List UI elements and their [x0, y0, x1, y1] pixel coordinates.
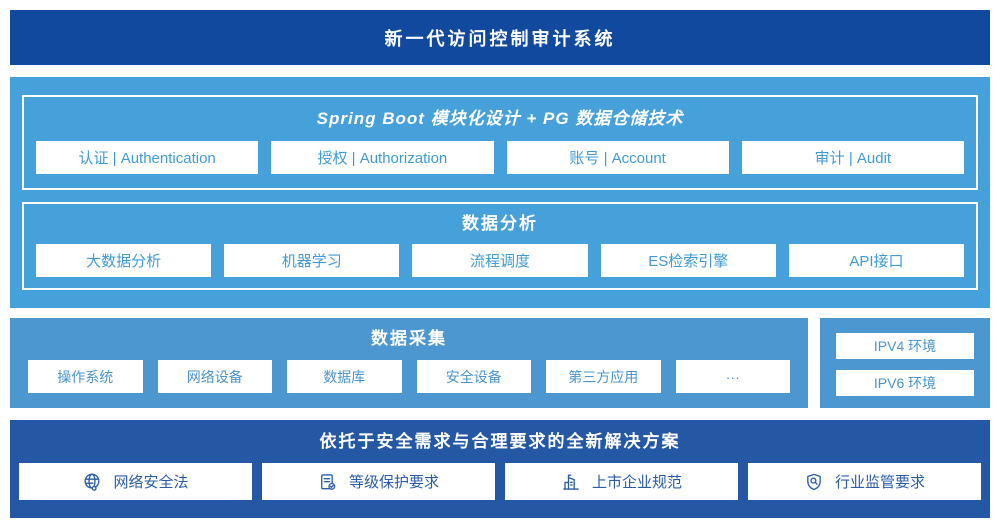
classified-protection-button[interactable]: 等级保护要求 [262, 463, 495, 500]
network-device-button[interactable]: 网络设备 [157, 360, 272, 393]
industry-regulation-label: 行业监管要求 [834, 474, 925, 491]
collection-title: 数据采集 [371, 329, 447, 348]
security-device-button[interactable]: 安全设备 [416, 360, 531, 393]
modules-layer: Spring Boot 模块化设计 + PG 数据仓储技术 认证 | Authe… [22, 95, 978, 190]
globe-icon [82, 472, 102, 492]
analysis-layer-title: 数据分析 [462, 214, 538, 233]
cybersecurity-law-label: 网络安全法 [113, 474, 189, 491]
operating-system-button[interactable]: 操作系统 [28, 360, 143, 393]
platform-section: Spring Boot 模块化设计 + PG 数据仓储技术 认证 | Authe… [10, 77, 990, 308]
database-button[interactable]: 数据库 [287, 360, 402, 393]
collection-section: 数据采集 操作系统 网络设备 数据库 安全设备 第三方应用 ··· [10, 318, 808, 408]
authentication-button[interactable]: 认证 | Authentication [36, 141, 259, 174]
solution-row: 网络安全法 等级保护要求 [19, 463, 981, 500]
more-sources-button[interactable]: ··· [675, 360, 790, 393]
page-title: 新一代访问控制审计系统 [384, 28, 616, 49]
solution-title: 依托于安全需求与合理要求的全新解决方案 [319, 432, 681, 451]
classified-protection-label: 等级保护要求 [348, 474, 439, 491]
third-party-app-button[interactable]: 第三方应用 [546, 360, 661, 393]
modules-row: 认证 | Authentication 授权 | Authorization 账… [36, 141, 964, 174]
account-button[interactable]: 账号 | Account [506, 141, 729, 174]
industry-regulation-button[interactable]: 行业监管要求 [748, 463, 981, 500]
analysis-row: 大数据分析 机器学习 流程调度 ES检索引擎 API接口 [36, 244, 965, 277]
machine-learning-button[interactable]: 机器学习 [224, 244, 400, 277]
page-title-banner: 新一代访问控制审计系统 [10, 10, 990, 65]
modules-layer-title: Spring Boot 模块化设计 + PG 数据仓储技术 [316, 109, 684, 128]
listed-company-label: 上市企业规范 [591, 474, 682, 491]
analysis-layer: 数据分析 大数据分析 机器学习 流程调度 ES检索引擎 API接口 [22, 202, 978, 290]
audit-button[interactable]: 审计 | Audit [741, 141, 964, 174]
listed-company-button[interactable]: 上市企业规范 [505, 463, 738, 500]
cybersecurity-law-button[interactable]: 网络安全法 [19, 463, 252, 500]
building-icon [561, 472, 581, 492]
authorization-button[interactable]: 授权 | Authorization [271, 141, 494, 174]
environment-panel: IPV4 环境 IPV6 环境 [820, 318, 990, 408]
es-search-engine-button[interactable]: ES检索引擎 [600, 244, 776, 277]
workflow-scheduling-button[interactable]: 流程调度 [412, 244, 588, 277]
shield-search-icon [804, 472, 824, 492]
collection-row: 操作系统 网络设备 数据库 安全设备 第三方应用 ··· [28, 360, 790, 393]
api-interface-button[interactable]: API接口 [788, 244, 965, 277]
bigdata-analysis-button[interactable]: 大数据分析 [36, 244, 212, 277]
ipv6-environment-button[interactable]: IPV6 环境 [836, 370, 974, 396]
ipv4-environment-button[interactable]: IPV4 环境 [836, 333, 974, 359]
document-check-icon [318, 472, 338, 492]
solution-section: 依托于安全需求与合理要求的全新解决方案 网络安全法 [10, 420, 990, 518]
